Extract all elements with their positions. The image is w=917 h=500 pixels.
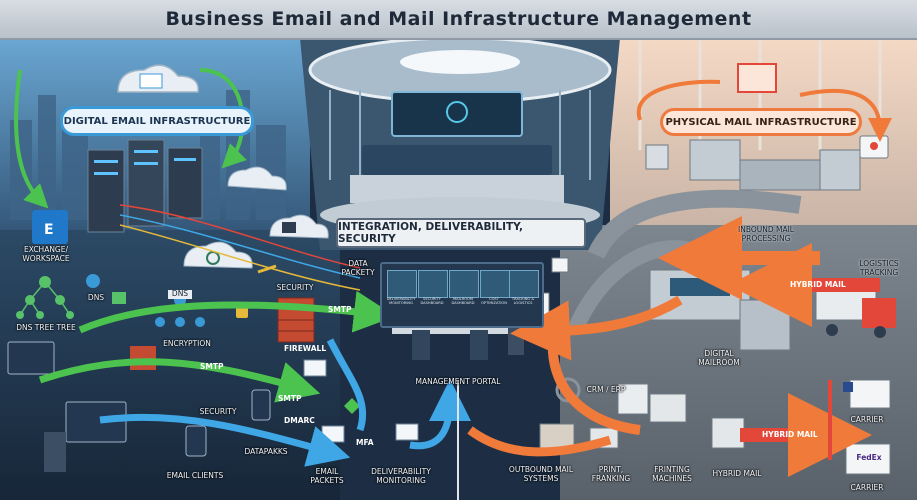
person-at-desk bbox=[44, 432, 66, 472]
label-hybrid-mail-right: Hybrid Mail bbox=[762, 430, 818, 439]
carrier-truck-icon bbox=[843, 379, 891, 409]
label-email-packets: Email Packets bbox=[310, 467, 344, 485]
label-hybrid-mail-arrow: Hybrid Mail bbox=[790, 280, 846, 289]
dmarc-flow-arrow bbox=[326, 338, 367, 432]
label-smtp-low: SMTP bbox=[278, 394, 302, 403]
management-portal-screen: Deliverability Monitoring Security Dashb… bbox=[380, 262, 544, 328]
mail-sorting-machine-icon bbox=[645, 139, 861, 191]
cloud-icon bbox=[227, 166, 287, 191]
email-packet-icon bbox=[321, 425, 345, 443]
label-fedex: FedEx bbox=[856, 453, 882, 462]
server-rack-icon bbox=[87, 139, 203, 233]
cog-icon bbox=[617, 383, 649, 415]
conveyor-belt bbox=[587, 189, 802, 260]
globe-icon bbox=[86, 274, 100, 288]
check-shield-icon bbox=[344, 398, 360, 414]
portal-tile bbox=[449, 270, 479, 298]
wall-monitor bbox=[391, 91, 523, 137]
label-datapakks: Datapakks bbox=[244, 447, 288, 456]
key-icon bbox=[257, 264, 277, 274]
center-windows bbox=[329, 90, 591, 180]
label-exchange: Exchange/ Workspace bbox=[22, 245, 70, 263]
digital-section-banner: Digital Email Infrastructure bbox=[60, 106, 254, 136]
portal-tile-label: Tracking & Logistics bbox=[511, 297, 535, 305]
data-cables bbox=[119, 204, 361, 291]
label-dns-node: DNS bbox=[168, 289, 192, 299]
green-flow-arrow bbox=[14, 69, 49, 209]
label-inbound: Inbound Mail Processing bbox=[738, 225, 794, 243]
label-carrier-2: Carrier bbox=[850, 483, 884, 492]
mail-bin-icon bbox=[539, 423, 575, 449]
label-dns-tree: DNS Tree Tree bbox=[16, 323, 76, 332]
portal-tile bbox=[480, 270, 510, 298]
label-dmarc: DMARC bbox=[284, 416, 315, 425]
label-printing-machines: Frinting Machines bbox=[652, 465, 692, 483]
label-management-portal: Management Portal bbox=[415, 377, 501, 386]
label-encryption: Encryption bbox=[163, 339, 211, 348]
operator-right bbox=[470, 330, 488, 360]
label-digital-mailroom: Digital Mailroom bbox=[698, 349, 740, 367]
portal-tile bbox=[387, 270, 417, 298]
label-hybrid-mail-bottom: Hybrid Mail bbox=[712, 469, 762, 478]
portal-tile bbox=[418, 270, 448, 298]
hybrid-printer-icon bbox=[711, 417, 745, 449]
envelope-icon bbox=[303, 359, 327, 377]
label-dns: DNS bbox=[87, 293, 105, 302]
label-firewall: Firewall bbox=[284, 344, 327, 353]
chart-icon bbox=[551, 257, 569, 273]
label-security-bottom: Security bbox=[199, 407, 237, 416]
label-logistics: Logistics Tracking bbox=[859, 259, 899, 277]
ceiling-light bbox=[400, 50, 520, 74]
integration-banner: Integration, Deliverability, Security bbox=[336, 218, 586, 248]
portal-tile bbox=[509, 270, 539, 298]
outbound-arrow bbox=[467, 426, 612, 457]
title-bar: Business Email and Mail Infrastructure M… bbox=[0, 0, 917, 40]
command-desk-monitors bbox=[362, 145, 552, 175]
franking-printer-icon bbox=[649, 393, 687, 423]
portal-tile-label: Cost Optimization bbox=[481, 297, 507, 305]
label-data-packety: Data Packety bbox=[341, 259, 375, 277]
label-email-clients: Email Clients bbox=[166, 471, 224, 480]
label-smtp-mid: SMTP bbox=[200, 362, 224, 371]
phone-icon bbox=[185, 425, 207, 457]
label-crm: CRM / ERP bbox=[586, 385, 626, 394]
label-mfa: MFA bbox=[356, 438, 374, 447]
label-security-key: Security bbox=[276, 283, 314, 292]
brick-wall-icon bbox=[130, 346, 156, 370]
label-carrier-1: Carrier bbox=[850, 415, 884, 424]
portal-tile-label: Deliverability Monitoring bbox=[386, 297, 416, 305]
exchange-icon bbox=[32, 210, 68, 244]
svg-text:E: E bbox=[44, 222, 54, 238]
tablet-icon bbox=[251, 389, 271, 421]
laptop-icon bbox=[7, 341, 55, 375]
physical-section-banner: Physical Mail Infrastructure bbox=[660, 108, 862, 136]
label-smtp-top: SMTP bbox=[328, 305, 352, 314]
page-title: Business Email and Mail Infrastructure M… bbox=[165, 8, 752, 30]
label-print: Print, Franking bbox=[591, 465, 631, 483]
label-outbound: Outbound Mail Systems bbox=[508, 465, 574, 483]
mail-envelope-icon bbox=[737, 63, 777, 93]
portal-tile-label: Security Dashboard bbox=[420, 297, 444, 305]
operator-left bbox=[412, 330, 430, 360]
smtp-flow-arrow bbox=[78, 290, 396, 334]
padlock-icon bbox=[112, 292, 126, 304]
label-deliverability: Deliverability Monitoring bbox=[371, 467, 431, 485]
portal-tile-label: Mailroom Dashboard bbox=[451, 297, 475, 305]
desktop-icon bbox=[65, 401, 127, 443]
blue-flow-arrow bbox=[99, 413, 351, 467]
